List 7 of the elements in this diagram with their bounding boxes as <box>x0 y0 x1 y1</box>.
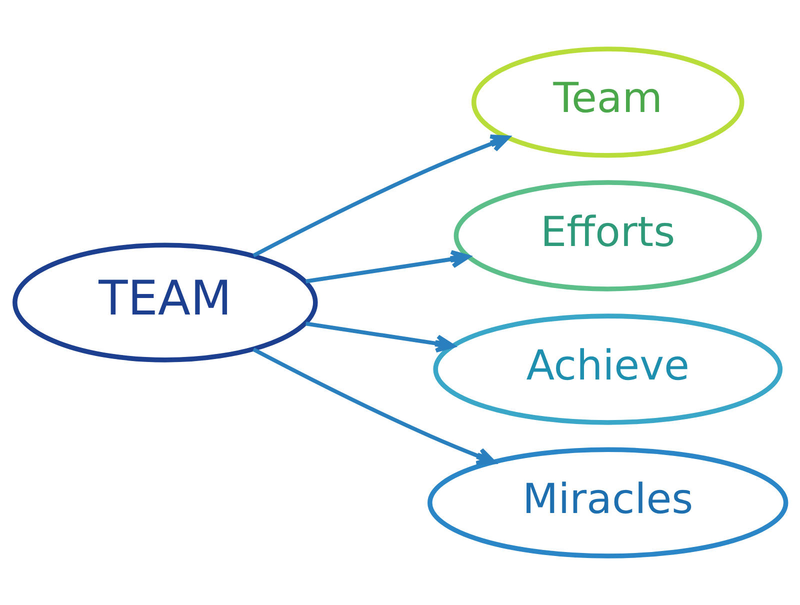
arrow <box>306 250 470 284</box>
arrow <box>252 134 510 258</box>
node-ellipse: Efforts <box>454 180 762 292</box>
arrow <box>252 348 496 466</box>
node-ellipse: Team <box>471 46 744 158</box>
arrow <box>306 322 455 353</box>
node-ellipse: TEAM <box>12 242 318 362</box>
